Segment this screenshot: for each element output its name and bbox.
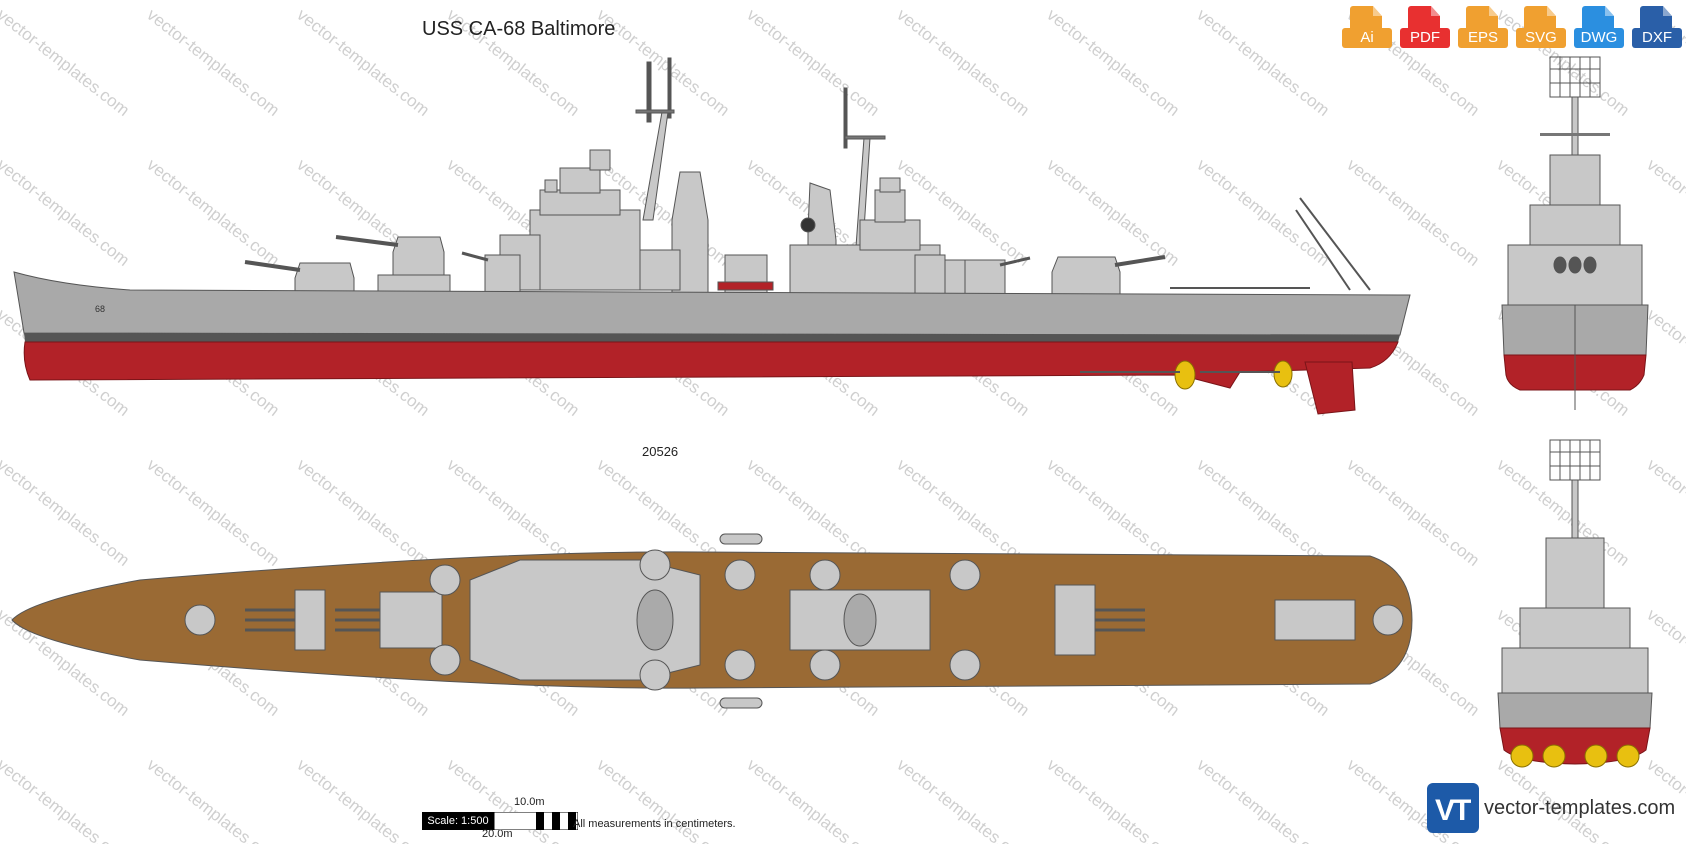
radar-rear bbox=[1549, 439, 1601, 481]
watermark-text: vector-templates.com bbox=[1043, 755, 1184, 844]
front-view bbox=[1501, 56, 1649, 410]
file-fold bbox=[1489, 6, 1498, 16]
file-dxf-icon[interactable]: DXF bbox=[1632, 6, 1682, 54]
format-label: DWG bbox=[1574, 28, 1624, 48]
front-superstructure bbox=[1507, 154, 1643, 306]
file-fold bbox=[1431, 6, 1440, 16]
watermark-text: vector-templates.com bbox=[0, 755, 134, 844]
brand-link[interactable]: vector-templates.com bbox=[1484, 797, 1676, 819]
svg-text:T: T bbox=[1453, 794, 1471, 827]
svg-text:V: V bbox=[1435, 794, 1455, 827]
boot-topping bbox=[24, 333, 1400, 342]
rear-hull-gray bbox=[1497, 692, 1653, 729]
watermark-text: vector-templates.com bbox=[743, 755, 884, 844]
watermark-text: vector-templates.com bbox=[443, 755, 584, 844]
scale-small-label: 10.0m bbox=[514, 796, 545, 808]
propellers bbox=[1080, 360, 1293, 390]
file-eps-icon[interactable]: EPS bbox=[1458, 6, 1508, 54]
watermark-text: vector-templates.com bbox=[143, 755, 284, 844]
format-label: SVG bbox=[1516, 28, 1566, 48]
scale-large-label: 20.0m bbox=[482, 828, 513, 840]
hull-number: 68 bbox=[95, 304, 105, 314]
watermark-text: vector-templates.com bbox=[293, 755, 434, 844]
page-title: USS CA-68 Baltimore bbox=[422, 18, 616, 40]
watermark-text: vector-templates.com bbox=[893, 755, 1034, 844]
mast-fore bbox=[635, 57, 675, 221]
scale-ratio: Scale: 1:500 bbox=[422, 812, 494, 830]
file-fold bbox=[1605, 6, 1614, 16]
format-label: DXF bbox=[1632, 28, 1682, 48]
file-fold bbox=[1373, 6, 1382, 16]
boats bbox=[719, 533, 763, 709]
measurement-note: All measurements in centimeters. bbox=[573, 818, 736, 830]
stack-tops bbox=[636, 589, 877, 651]
file-fold bbox=[1663, 6, 1672, 16]
aircraft-catapult bbox=[1170, 197, 1371, 291]
top-view bbox=[11, 533, 1413, 709]
length-dimension: 20526 bbox=[642, 444, 679, 459]
format-label: Ai bbox=[1342, 28, 1392, 48]
side-view: 68 bbox=[13, 57, 1411, 415]
hull-upper bbox=[13, 271, 1411, 336]
rear-propellers bbox=[1510, 744, 1640, 768]
mast-main bbox=[843, 87, 886, 261]
file-ai-icon[interactable]: Ai bbox=[1342, 6, 1392, 54]
main-gun-barrels bbox=[245, 608, 1145, 632]
rudder bbox=[1304, 361, 1356, 415]
hull-lower bbox=[23, 341, 1399, 389]
rear-view bbox=[1497, 439, 1653, 768]
rear-superstructure bbox=[1501, 537, 1649, 694]
watermark-text: vector-templates.com bbox=[593, 755, 734, 844]
deck bbox=[11, 551, 1413, 689]
watermark-text: vector-templates.com bbox=[1193, 755, 1334, 844]
gun-turret-b bbox=[335, 235, 451, 296]
forward-superstructure bbox=[499, 149, 681, 291]
file-pdf-icon[interactable]: PDF bbox=[1400, 6, 1450, 54]
format-toolbar: Ai PDF EPS SVG DWG DXF bbox=[1342, 6, 1682, 54]
format-label: EPS bbox=[1458, 28, 1508, 48]
format-label: PDF bbox=[1400, 28, 1450, 48]
gun-turret-c bbox=[1051, 255, 1166, 296]
file-fold bbox=[1547, 6, 1556, 16]
scale-ruler bbox=[494, 812, 578, 830]
vt-logo-icon[interactable]: V T bbox=[1427, 783, 1479, 833]
radar-front bbox=[1549, 56, 1601, 98]
file-svg-icon[interactable]: SVG bbox=[1516, 6, 1566, 54]
file-dwg-icon[interactable]: DWG bbox=[1574, 6, 1624, 54]
secondary-mount-circles bbox=[184, 549, 1404, 691]
